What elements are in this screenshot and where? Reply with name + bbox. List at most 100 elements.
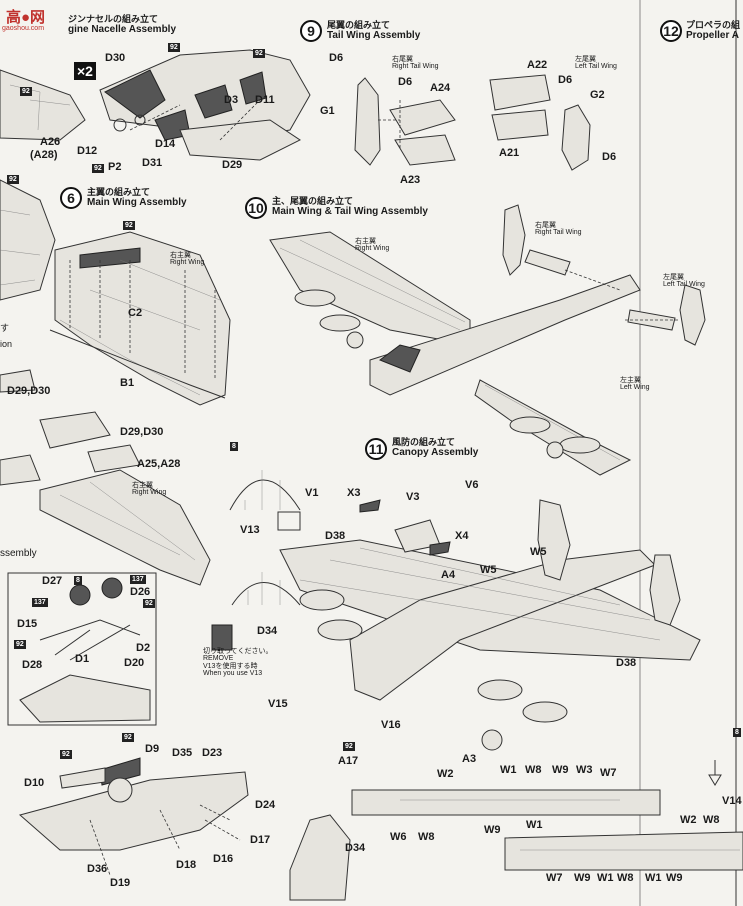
right-tailplane: [524, 249, 571, 276]
part-label-d3: D3: [224, 94, 239, 106]
tail-fin-left: [561, 104, 591, 171]
undercarriage-struts: [39, 619, 141, 661]
step11-number: 11: [365, 438, 387, 460]
canopy-nacelle-3: [477, 679, 523, 701]
rotation-arrow: [708, 774, 722, 786]
part-label-a26: A26: [40, 136, 61, 148]
step6-right-wing-jp: 右主翼: [170, 252, 191, 259]
part-label-d26: D26: [130, 586, 151, 598]
part-label-v14: V14: [722, 795, 742, 807]
nacelle-4: [559, 436, 601, 454]
paint-badge: 8: [74, 576, 82, 585]
part-label-g1: G1: [320, 105, 335, 117]
fin-w5: [537, 499, 571, 581]
lower-right-wing-en: Right Wing: [132, 489, 167, 497]
tail-guides: [378, 100, 401, 150]
lower-guides: [89, 804, 241, 876]
part-label-d29-d30-b: D29,D30: [120, 426, 164, 438]
part-label-d19: D19: [110, 877, 131, 889]
part-label-d18: D18: [176, 859, 197, 871]
remove-note-en: REMOVE: [203, 655, 234, 663]
step10-left-tail-label: 左尾翼 Left Tail Wing: [663, 274, 705, 289]
part-label-v15: V15: [268, 698, 288, 710]
part-label-w2: W2: [437, 768, 454, 780]
step9-number: 9: [300, 20, 322, 42]
part-label-w6: W6: [390, 831, 407, 843]
main-wing-panels: [59, 259, 221, 396]
part-d26-wheel: [101, 577, 123, 599]
wing-root-panel: [79, 247, 141, 269]
step9-left-tail-label: 左尾翼 Left Tail Wing: [575, 56, 617, 71]
step6-heading: 主翼の組み立て Main Wing Assembly: [87, 187, 187, 209]
wing-strip-panels: [400, 799, 740, 851]
step5-heading: ジンナセルの組み立て gine Nacelle Assembly: [68, 14, 176, 36]
part-a21-shape: [491, 109, 549, 141]
paint-badge: 92: [60, 750, 72, 759]
wing-edge-fragment: [0, 454, 41, 486]
part-label-d23: D23: [202, 747, 223, 759]
part-label-d2: D2: [136, 642, 151, 654]
main-wing-right: [54, 231, 231, 406]
part-label-p2: P2: [108, 161, 122, 173]
step9-right-tail-label: 右尾翼 Right Tail Wing: [392, 56, 439, 71]
part-label-w8: W8: [703, 814, 720, 826]
part-label-w9: W9: [574, 872, 591, 884]
site-logo: 高●网: [6, 9, 46, 26]
part-label-d30: D30: [105, 52, 126, 64]
left-tail-fin: [679, 284, 706, 346]
part-label-c2: C2: [128, 307, 143, 319]
tail-fin-right: [354, 77, 381, 166]
tail-attach-guides: [564, 269, 680, 321]
canopy-frame-b: [231, 582, 301, 606]
step9-heading: 尾翼の組み立て Tail Wing Assembly: [327, 20, 420, 42]
step5-title-jp: ジンナセルの組み立て: [68, 14, 159, 24]
part-label-d27: D27: [42, 575, 63, 587]
part-label-d11: D11: [255, 94, 275, 106]
part-label-d24: D24: [255, 799, 276, 811]
step10-right-tail-en: Right Tail Wing: [535, 229, 582, 237]
part-label-v16: V16: [381, 719, 401, 731]
step10-left-wing-en: Left Wing: [620, 384, 650, 392]
airframe-cockpit: [378, 344, 421, 373]
nacelle-1: [294, 289, 336, 307]
paint-badge: 92: [20, 87, 32, 96]
nacelle-fragment: [0, 369, 36, 393]
cut-icon: [211, 624, 233, 651]
step9-title-jp: 尾翼の組み立て: [327, 20, 391, 30]
nacelle-intake: [104, 69, 166, 119]
part-a23-shape: [394, 134, 456, 166]
fragment-text-2: ion: [0, 339, 13, 349]
step6-right-wing-en: Right Wing: [170, 259, 205, 267]
part-label-x4: X4: [455, 530, 469, 542]
step9-left-tail-jp: 左尾翼: [575, 56, 596, 63]
part-x3-shape: [359, 499, 381, 513]
part-label-a25-a28: A25,A28: [137, 458, 181, 470]
wing-guides: [69, 260, 216, 380]
part-label-w9: W9: [666, 872, 683, 884]
part-label-a17: A17: [338, 755, 359, 767]
step12-heading: プロペラの組 Propeller A: [686, 20, 740, 42]
step10-heading: 主、尾翼の組み立て Main Wing & Tail Wing Assembly: [272, 196, 428, 218]
part-b1-spar: [49, 329, 226, 399]
part-d11-shape: [239, 71, 267, 105]
step9-left-tail-en: Left Tail Wing: [575, 63, 617, 71]
paint-badge: 92: [168, 43, 180, 52]
part-label-d34: D34: [257, 625, 278, 637]
nacelle-guides: [129, 99, 261, 141]
part-label-d9: D9: [145, 743, 160, 755]
step9-right-tail-en: Right Tail Wing: [392, 63, 439, 71]
paint-badge: 92: [143, 599, 155, 608]
step10-left-wing-label: 左主翼 Left Wing: [620, 377, 650, 392]
part-label-d28: D28: [22, 659, 43, 671]
multiplier-badge: ×2: [74, 62, 96, 80]
step6-number: 6: [60, 187, 82, 209]
canopy-nacelle-4: [522, 701, 568, 723]
step11-heading: 風防の組み立て Canopy Assembly: [392, 437, 478, 459]
part-label-w2: W2: [680, 814, 697, 826]
part-label-v3: V3: [406, 491, 420, 503]
airframe-fuselage: [369, 274, 641, 396]
step10-right-tail-label: 右尾翼 Right Tail Wing: [535, 222, 582, 237]
canopy-frame-a-struts: [244, 470, 281, 510]
canopy-nacelle-1: [299, 589, 345, 611]
